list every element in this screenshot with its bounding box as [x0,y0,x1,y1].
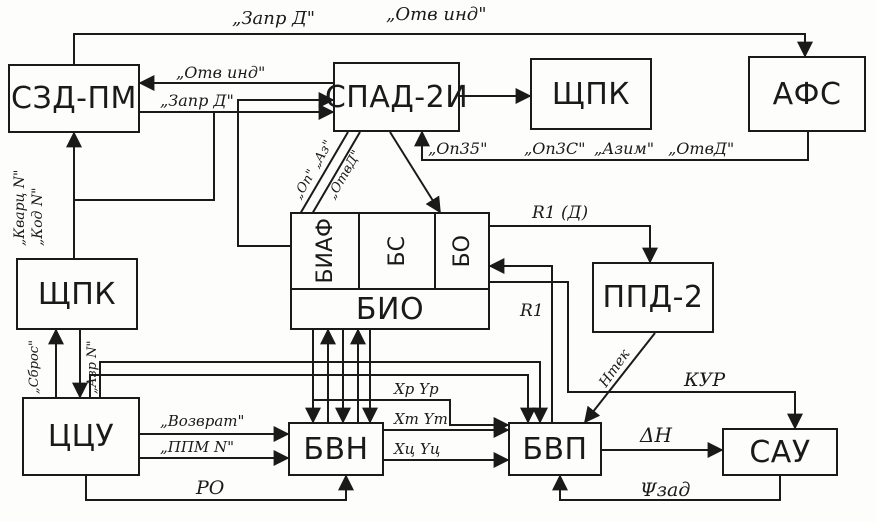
block-bvp: БВП [508,422,602,476]
label-op35: „Оп35" [428,139,487,158]
block-bio: БИО [290,288,490,330]
block-biaf: БИАФ [290,212,360,290]
label-psi-zad: Ψзад [640,479,690,501]
label-r1: R1 [519,301,544,321]
block-ppd-2: ППД-2 [592,262,714,333]
label-otv-d-diag: „ОтвД" [324,148,364,202]
label-otv-d: „ОтвД" [668,139,734,158]
block-bvn: БВН [288,422,384,476]
label-otv-ind-mid: „Отв инд" [176,63,265,82]
line-diag-3 [389,131,441,214]
label-zapr-d-top: „Запр Д" [232,8,315,29]
line-r1d [488,225,658,264]
line-xp-yp [312,399,510,433]
label-sbros: „Сброс" [27,340,42,394]
block-bo: БО [434,212,490,290]
block-spad-2i: СПАД-2И [325,62,468,132]
block-afs: АФС [748,56,866,132]
line-ro [85,474,354,501]
line-r1 [488,258,553,425]
line-diag-1 [299,131,349,215]
label-otv-ind-top: „Отв инд" [386,4,487,25]
label-vozvrat: „Возврат" [160,412,244,430]
line-bio-spad [237,92,335,247]
line-psi-zad [552,474,781,501]
line-branch-left [74,112,215,201]
line-kur [490,281,803,430]
label-r1d: R1 (Д) [531,203,588,223]
block-shchpk-top: ЩПК [530,58,652,130]
block-tsu: ЦЦУ [22,397,140,476]
label-kur: КУР [683,369,726,391]
label-delta-h: ΔH [639,423,672,447]
label-xts-yts: Xц Yц [393,440,440,458]
block-szd-pm: СЗД-ПМ [8,64,140,133]
line-rail-2 [89,374,536,424]
label-ppm-n: „ППМ N" [160,438,234,456]
label-kvarts-n: „Кварц N" [12,170,28,246]
label-zapr-d-mid: „Запр Д" [160,91,234,110]
label-azr-n: „Азр N" [85,341,100,394]
label-azim: „Азим" [594,139,654,158]
label-xt-yt: Xт Yт [393,410,448,428]
line-rail-1 [99,361,548,424]
label-kod-n: „Код N" [30,187,46,246]
line-diag-2 [311,131,361,215]
label-xp-yp: Xр Yр [393,380,439,398]
line-zapr-d-top [73,33,813,64]
block-shchpk-left: ЩПК [16,258,138,330]
block-bio-group: БИАФ БС БО БИО [290,212,490,330]
line-afs-spad [414,130,809,161]
block-bs: БС [358,212,436,290]
label-op3s: „Оп3С" [524,139,586,158]
line-htek [584,332,656,424]
block-sau: САУ [722,428,838,476]
label-ro: РО [195,477,225,499]
